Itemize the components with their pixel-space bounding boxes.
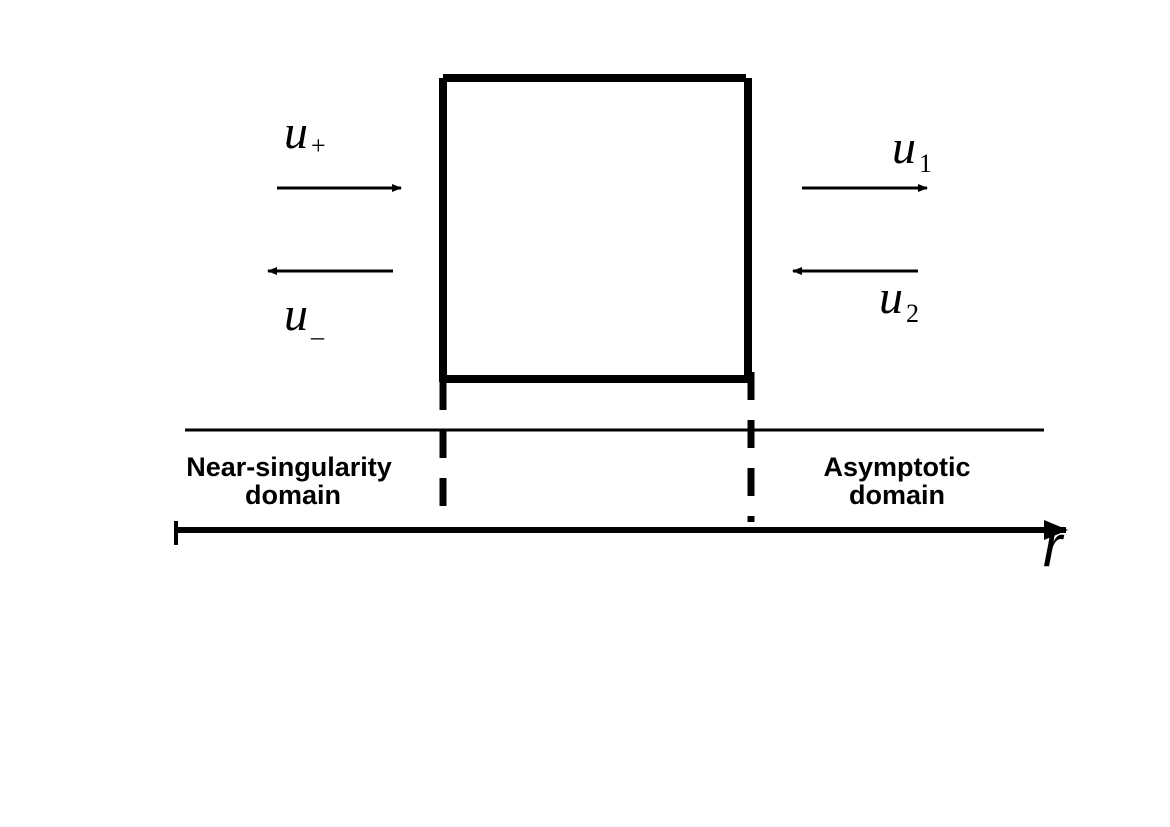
u-minus-label: u_	[284, 288, 325, 342]
axis-variable-label: r	[1043, 514, 1065, 579]
u-plus-label: u+	[284, 106, 326, 160]
right-domain-line1: Asymptotic	[823, 452, 970, 482]
right-domain-line2: domain	[849, 480, 945, 510]
asymptotic-domain-label: Asymptotic domain	[823, 452, 970, 510]
scattering-box	[439, 74, 752, 383]
near-singularity-domain-label: Near-singularity domain	[186, 452, 392, 510]
r-axis: r	[174, 514, 1068, 579]
left-domain-line2: domain	[245, 480, 341, 510]
left-domain-line1: Near-singularity	[186, 452, 392, 482]
